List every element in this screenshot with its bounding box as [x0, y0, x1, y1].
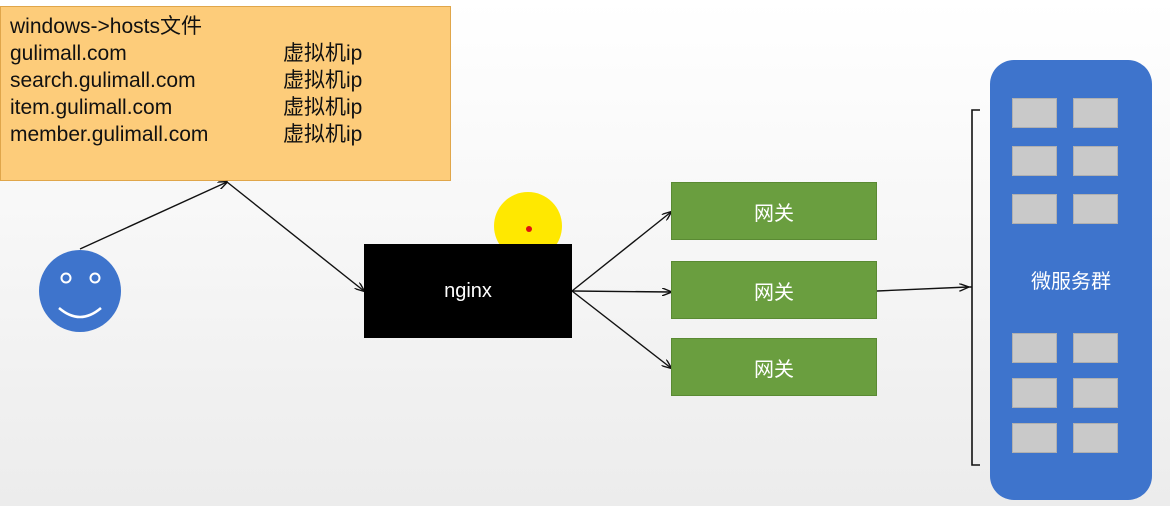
hosts-title: windows->hosts文件 [10, 15, 202, 38]
hosts-file-box: windows->hosts文件 gulimall.com 虚拟机ip sear… [0, 6, 451, 181]
service-block [1012, 146, 1057, 176]
user-right-eye [89, 272, 101, 284]
gateway-box: 网关 [671, 182, 877, 240]
arrow-nginx-to-gateway-2 [571, 291, 671, 292]
host-domain: member.gulimall.com [10, 123, 209, 146]
hosts-entry: search.gulimall.com 虚拟机ip [10, 67, 450, 94]
gateway-label: 网关 [754, 202, 794, 225]
host-ip: 虚拟机ip [283, 69, 363, 92]
hosts-entry: gulimall.com 虚拟机ip [10, 40, 450, 67]
microservice-label: 微服务群 [1031, 271, 1111, 293]
service-block [1073, 146, 1118, 176]
service-block [1012, 423, 1057, 453]
gateway-box: 网关 [671, 261, 877, 319]
sun-dot [526, 226, 532, 232]
hosts-entry: item.gulimall.com 虚拟机ip [10, 94, 450, 121]
hosts-entry: member.gulimall.com 虚拟机ip [10, 121, 450, 148]
service-block [1073, 378, 1118, 408]
gateway-label: 网关 [754, 281, 794, 304]
service-block [1012, 194, 1057, 224]
service-block [1012, 98, 1057, 128]
arrow-nginx-to-gateway-1 [571, 212, 671, 292]
service-block [1073, 194, 1118, 224]
host-ip: 虚拟机ip [283, 42, 363, 65]
host-ip: 虚拟机ip [283, 96, 363, 119]
user-face [39, 250, 121, 332]
microservice-cluster: 微服务群 [990, 60, 1152, 500]
arrow-nginx-to-gateway-3 [571, 290, 671, 368]
service-block [1012, 333, 1057, 363]
sun-disc [494, 192, 562, 260]
host-domain: item.gulimall.com [10, 96, 173, 119]
user-smile [58, 307, 102, 319]
host-ip: 虚拟机ip [283, 123, 363, 146]
service-block [1012, 378, 1057, 408]
host-domain: search.gulimall.com [10, 69, 196, 92]
arrow-gateway-to-microservices [876, 287, 968, 292]
microservice-bracket [968, 109, 980, 466]
nginx-label: nginx [444, 279, 492, 302]
nginx-box: nginx [364, 244, 572, 338]
gateway-label: 网关 [754, 358, 794, 381]
service-block [1073, 333, 1118, 363]
arrow-hosts-to-nginx [226, 181, 364, 291]
host-domain: gulimall.com [10, 42, 127, 65]
sun-icon [494, 192, 562, 260]
service-block [1073, 98, 1118, 128]
user-left-eye [60, 272, 72, 284]
user-smiley-icon [39, 250, 121, 332]
arrow-user-to-hosts [79, 182, 227, 250]
service-block [1073, 423, 1118, 453]
gateway-box: 网关 [671, 338, 877, 396]
